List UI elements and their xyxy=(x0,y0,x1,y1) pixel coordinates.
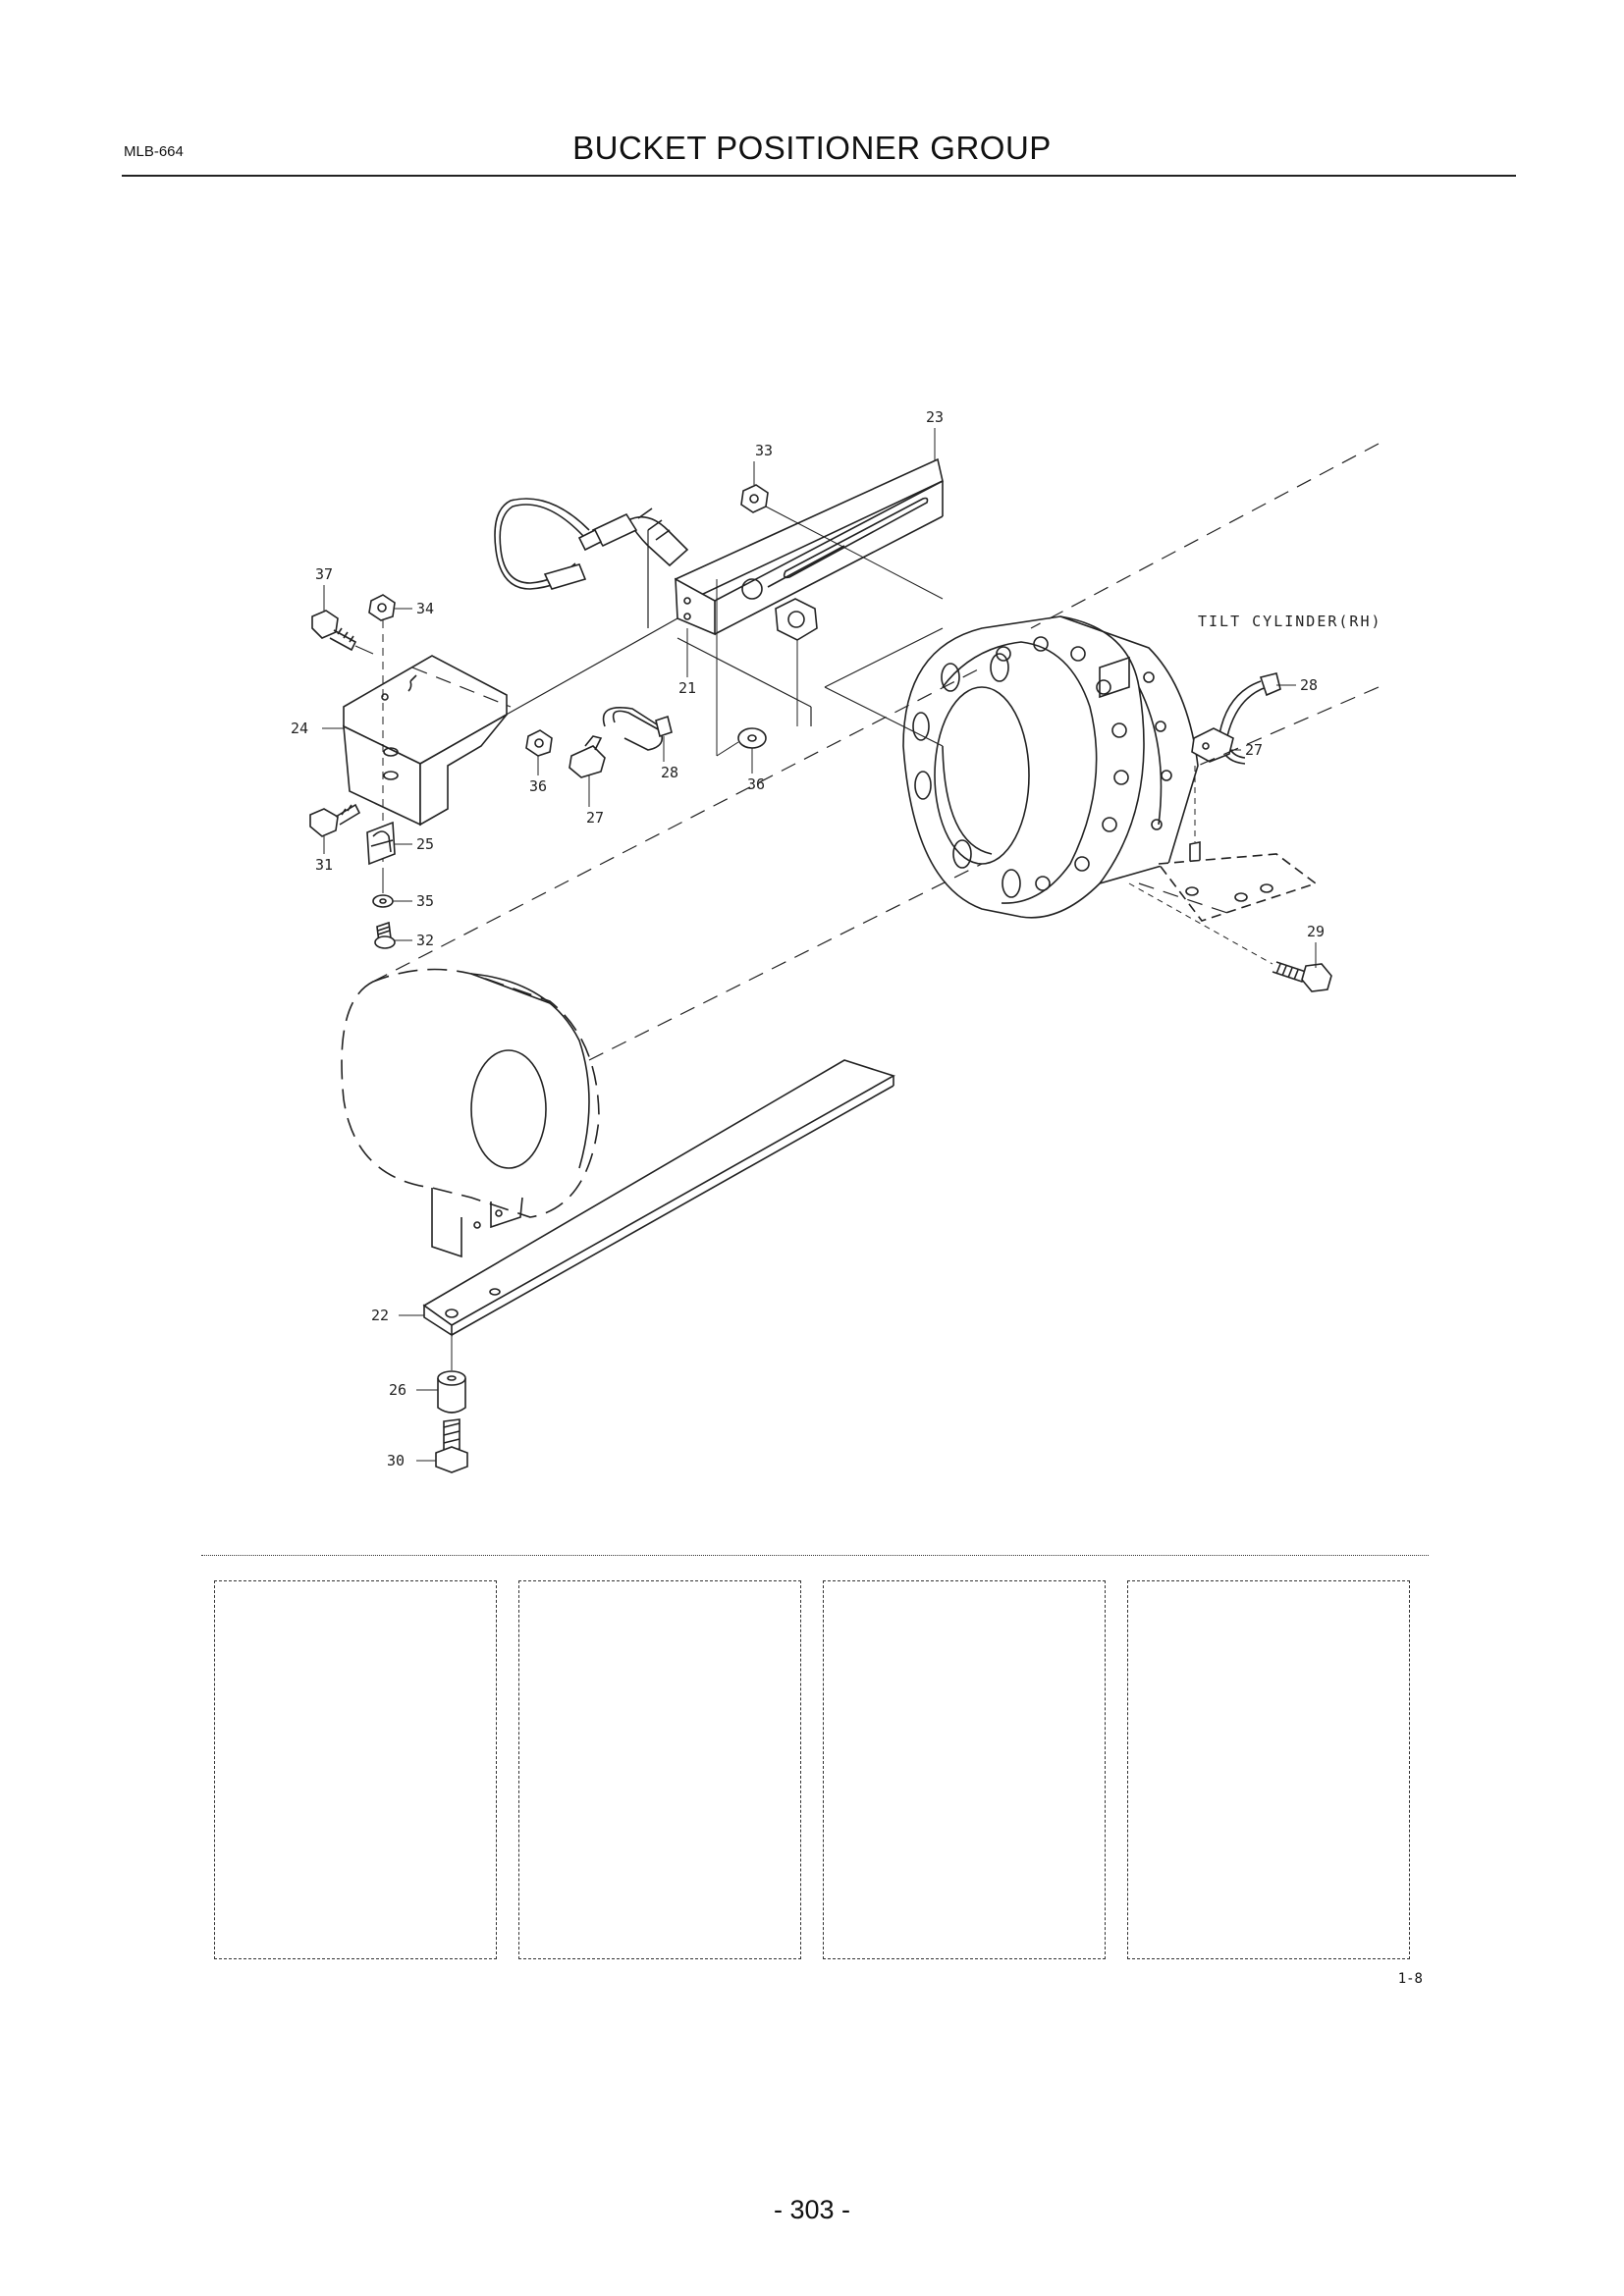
part-24-bracket xyxy=(343,655,508,827)
part-22-flat-bar xyxy=(422,1059,895,1337)
callout-leaders xyxy=(322,428,1317,1462)
part-27-28-clamp-right xyxy=(1191,672,1281,765)
part-26-spacer xyxy=(437,1335,466,1414)
note-box-3 xyxy=(823,1580,1106,1959)
callout-32: 32 xyxy=(416,932,434,949)
callout-36-right: 36 xyxy=(747,775,765,793)
sensor-with-cable xyxy=(494,498,689,590)
callout-29: 29 xyxy=(1307,923,1325,940)
document-code: MLB-664 xyxy=(124,143,184,160)
callout-21: 21 xyxy=(678,679,696,697)
part-27-28-clamp-left xyxy=(568,707,673,778)
part-30-bolt xyxy=(435,1418,468,1473)
note-box-4 xyxy=(1127,1580,1410,1959)
callout-24: 24 xyxy=(291,720,308,737)
part-37-bolt xyxy=(311,610,374,655)
part-32-screw xyxy=(374,921,396,949)
exploded-parts-diagram: 23 33 37 34 21 24 36 28 27 36 31 25 35 3… xyxy=(291,408,1382,1473)
callout-34: 34 xyxy=(416,600,434,617)
assembly-label: TILT CYLINDER(RH) xyxy=(1198,613,1382,630)
callout-28-left: 28 xyxy=(661,764,678,781)
callout-23: 23 xyxy=(926,408,944,426)
callout-26: 26 xyxy=(389,1381,406,1399)
callout-25: 25 xyxy=(416,835,434,853)
callout-27-left: 27 xyxy=(586,809,604,827)
cylinder-tube-left xyxy=(341,968,600,1258)
page-number: - 303 - xyxy=(773,2195,851,2224)
callout-37: 37 xyxy=(315,565,333,583)
header-rule xyxy=(122,175,1516,177)
guide-lines xyxy=(372,443,1380,1061)
note-box-2 xyxy=(518,1580,801,1959)
callout-31: 31 xyxy=(315,856,333,874)
callout-35: 35 xyxy=(416,892,434,910)
callout-30: 30 xyxy=(387,1452,405,1469)
part-35-washer xyxy=(372,874,394,908)
mounting-plate xyxy=(1157,853,1318,922)
solid-leader-lines xyxy=(502,530,944,747)
tilt-cylinder-end xyxy=(902,615,1199,919)
part-31-bolt xyxy=(309,803,361,837)
part-25-clip xyxy=(366,821,396,866)
sheet-code: 1-8 xyxy=(1397,1971,1423,1987)
callout-33: 33 xyxy=(755,442,773,459)
part-33-nut xyxy=(740,461,944,600)
lock-nut xyxy=(775,598,818,726)
callout-36-left: 36 xyxy=(529,777,547,795)
part-29-bolt xyxy=(1128,882,1332,992)
callout-28-right: 28 xyxy=(1300,676,1318,694)
clamp-screw-right xyxy=(1186,766,1204,872)
section-divider xyxy=(201,1555,1429,1556)
part-23-bracket xyxy=(675,457,944,636)
note-box-1 xyxy=(214,1580,497,1959)
part-36-washer-right xyxy=(716,579,767,757)
page-title: BUCKET POSITIONER GROUP xyxy=(572,130,1052,166)
callout-22: 22 xyxy=(371,1307,389,1324)
part-36-nut-left xyxy=(525,729,553,757)
callout-27-right: 27 xyxy=(1245,741,1263,759)
